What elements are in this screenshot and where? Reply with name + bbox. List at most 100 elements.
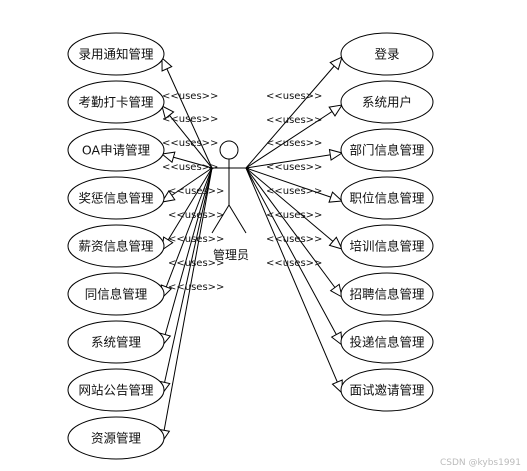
open-arrowhead xyxy=(329,56,343,71)
uses-label-left-3: <<uses>> xyxy=(162,138,218,149)
use-case-ellipse xyxy=(67,368,165,412)
use-case-label: 投递信息管理 xyxy=(349,335,425,350)
open-arrowhead xyxy=(161,105,175,120)
use-case-right-3: 部门信息管理 xyxy=(340,128,434,172)
relationship-labels: <<uses>> <<uses>> <<uses>> <<uses>> <<uses>>… xyxy=(162,91,322,293)
use-case-ellipse xyxy=(67,176,165,220)
use-case-label: 职位信息管理 xyxy=(349,191,425,206)
use-case-right-7: 投递信息管理 xyxy=(340,320,434,364)
use-case-ellipse xyxy=(340,32,434,76)
use-case-ellipse xyxy=(67,128,165,172)
use-case-ellipse xyxy=(67,416,165,460)
watermark: CSDN @kybs1991 xyxy=(439,458,521,468)
open-arrowhead xyxy=(328,191,344,203)
use-case-left-3: OA申请管理 xyxy=(67,128,165,172)
open-arrowhead xyxy=(328,148,344,161)
use-case-label: 资源管理 xyxy=(91,431,142,446)
use-case-left-8: 网站公告管理 xyxy=(67,368,165,412)
use-case-ellipse xyxy=(340,272,434,316)
uses-label-right-2: <<uses>> xyxy=(266,115,322,126)
association-line xyxy=(161,57,213,169)
actor-label: 管理员 xyxy=(213,247,249,262)
use-case-label: 系统管理 xyxy=(91,335,142,350)
association-lines xyxy=(158,56,344,444)
use-case-ellipse xyxy=(340,320,434,364)
right-use-cases: 登录系统用户部门信息管理职位信息管理培训信息管理招聘信息管理投递信息管理面试邀请… xyxy=(340,32,434,412)
use-case-ellipse xyxy=(340,176,434,220)
use-case-label: 招聘信息管理 xyxy=(349,287,425,302)
open-arrowhead xyxy=(328,104,344,117)
use-case-ellipse xyxy=(67,320,165,364)
use-case-label: 面试邀请管理 xyxy=(349,383,425,398)
use-case-left-9: 资源管理 xyxy=(67,416,165,460)
uses-label-right-7: <<uses>> xyxy=(266,234,322,245)
use-case-label: 培训信息管理 xyxy=(349,239,425,254)
open-arrowhead xyxy=(329,283,343,298)
use-case-ellipse xyxy=(340,368,434,412)
use-case-label: 网站公告管理 xyxy=(78,383,154,398)
uses-label-left-7: <<uses>> xyxy=(168,234,224,245)
association-line xyxy=(161,167,213,251)
stick-figure-actor-icon xyxy=(209,140,249,234)
uses-label-right-4: <<uses>> xyxy=(266,162,322,173)
association-line xyxy=(245,104,343,169)
use-case-right-6: 招聘信息管理 xyxy=(340,272,434,316)
association-line xyxy=(245,167,343,298)
use-case-label: 登录 xyxy=(374,47,399,62)
use-case-label: 考勤打卡管理 xyxy=(78,95,154,110)
use-case-left-4: 奖惩信息管理 xyxy=(67,176,165,220)
use-case-ellipse xyxy=(340,128,434,172)
use-case-ellipse xyxy=(340,80,434,124)
association-line xyxy=(161,167,213,347)
use-case-left-2: 考勤打卡管理 xyxy=(67,80,165,124)
open-arrowhead xyxy=(160,151,176,164)
association-line xyxy=(245,167,343,394)
uses-label-right-8: <<uses>> xyxy=(266,258,322,269)
use-case-right-4: 职位信息管理 xyxy=(340,176,434,220)
uses-label-left-5: <<uses>> xyxy=(168,186,224,197)
uses-label-right-6: <<uses>> xyxy=(266,210,322,221)
use-case-label: 同信息管理 xyxy=(85,287,148,302)
use-case-ellipse xyxy=(67,32,165,76)
use-case-right-2: 系统用户 xyxy=(340,80,434,124)
use-case-right-8: 面试邀请管理 xyxy=(340,368,434,412)
use-case-label: 奖惩信息管理 xyxy=(78,191,154,206)
use-case-ellipse xyxy=(340,224,434,268)
uses-label-left-6: <<uses>> xyxy=(168,210,224,221)
open-arrowhead xyxy=(330,331,343,347)
uses-label-right-5: <<uses>> xyxy=(266,186,322,197)
association-line xyxy=(245,56,343,169)
uses-label-left-2: <<uses>> xyxy=(162,114,218,125)
use-case-left-7: 系统管理 xyxy=(67,320,165,364)
association-line xyxy=(161,167,213,299)
association-line xyxy=(245,167,343,202)
association-line xyxy=(245,152,343,169)
use-case-right-5: 培训信息管理 xyxy=(340,224,434,268)
use-case-label: 系统用户 xyxy=(362,95,412,110)
use-case-ellipse xyxy=(67,80,165,124)
actor: 管理员 xyxy=(209,140,249,262)
open-arrowhead xyxy=(328,236,343,250)
uses-label-right-3: <<uses>> xyxy=(266,138,322,149)
use-case-label: 薪资信息管理 xyxy=(78,239,154,254)
use-case-right-1: 登录 xyxy=(340,32,434,76)
uses-label-left-9: <<uses>> xyxy=(168,282,224,293)
association-line xyxy=(161,167,213,395)
uses-label-left-8: <<uses>> xyxy=(168,258,224,269)
association-line xyxy=(161,167,213,443)
use-case-left-1: 录用通知管理 xyxy=(67,32,165,76)
use-case-ellipse xyxy=(67,224,165,268)
association-line xyxy=(161,105,213,169)
use-case-label: 录用通知管理 xyxy=(78,47,154,62)
open-arrowhead xyxy=(161,56,173,72)
use-case-left-5: 薪资信息管理 xyxy=(67,224,165,268)
use-case-label: 部门信息管理 xyxy=(349,143,425,158)
uses-label-left-1: <<uses>> xyxy=(162,91,218,102)
association-line xyxy=(245,167,343,346)
association-line xyxy=(245,167,343,250)
use-case-ellipse xyxy=(67,272,165,316)
uses-label-right-1: <<uses>> xyxy=(266,91,322,102)
